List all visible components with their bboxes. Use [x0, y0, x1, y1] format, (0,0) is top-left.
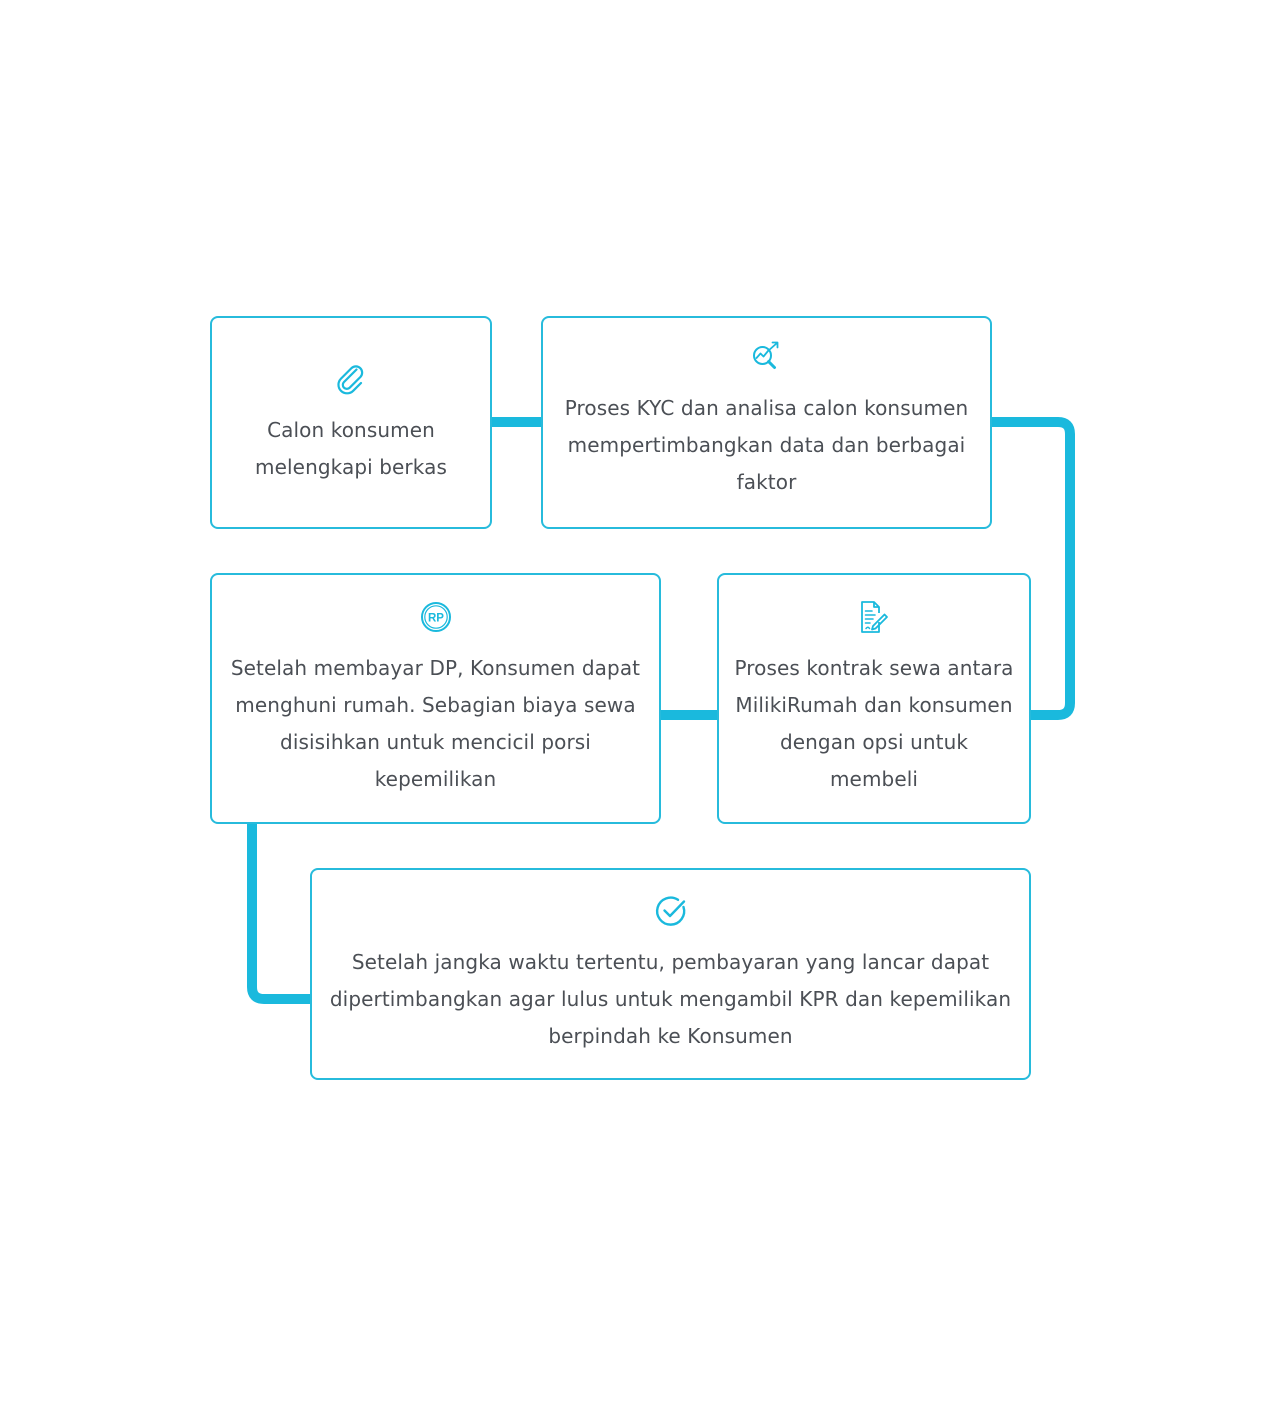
contract-document-icon	[855, 598, 893, 636]
step-text: Calon konsumen melengkapi berkas	[255, 417, 447, 479]
step-card-5: Setelah jangka waktu tertentu, pembayara…	[310, 868, 1031, 1080]
magnifier-chart-icon	[748, 338, 786, 376]
step-card-2: Proses KYC dan analisa calon konsumen me…	[541, 316, 992, 529]
connector-step4-step5	[247, 824, 310, 1004]
connector-step2-step3	[992, 417, 1075, 720]
svg-text:RP: RP	[428, 612, 444, 624]
rupiah-coin-icon: RP	[417, 598, 455, 636]
step-text: Setelah jangka waktu tertentu, pembayara…	[329, 949, 1012, 1048]
step-card-4: RP Setelah membayar DP, Konsumen dapat m…	[210, 573, 661, 824]
step-text: Proses kontrak sewa antara MilikiRumah d…	[734, 655, 1014, 791]
step-text: Proses KYC dan analisa calon konsumen me…	[564, 396, 969, 494]
step-card-3: Proses kontrak sewa antara MilikiRumah d…	[717, 573, 1031, 824]
step-text: Setelah membayar DP, Konsumen dapat meng…	[230, 655, 641, 791]
paperclip-icon	[332, 360, 370, 398]
check-circle-icon	[652, 892, 690, 930]
step-card-1: Calon konsumen melengkapi berkas	[210, 316, 492, 529]
